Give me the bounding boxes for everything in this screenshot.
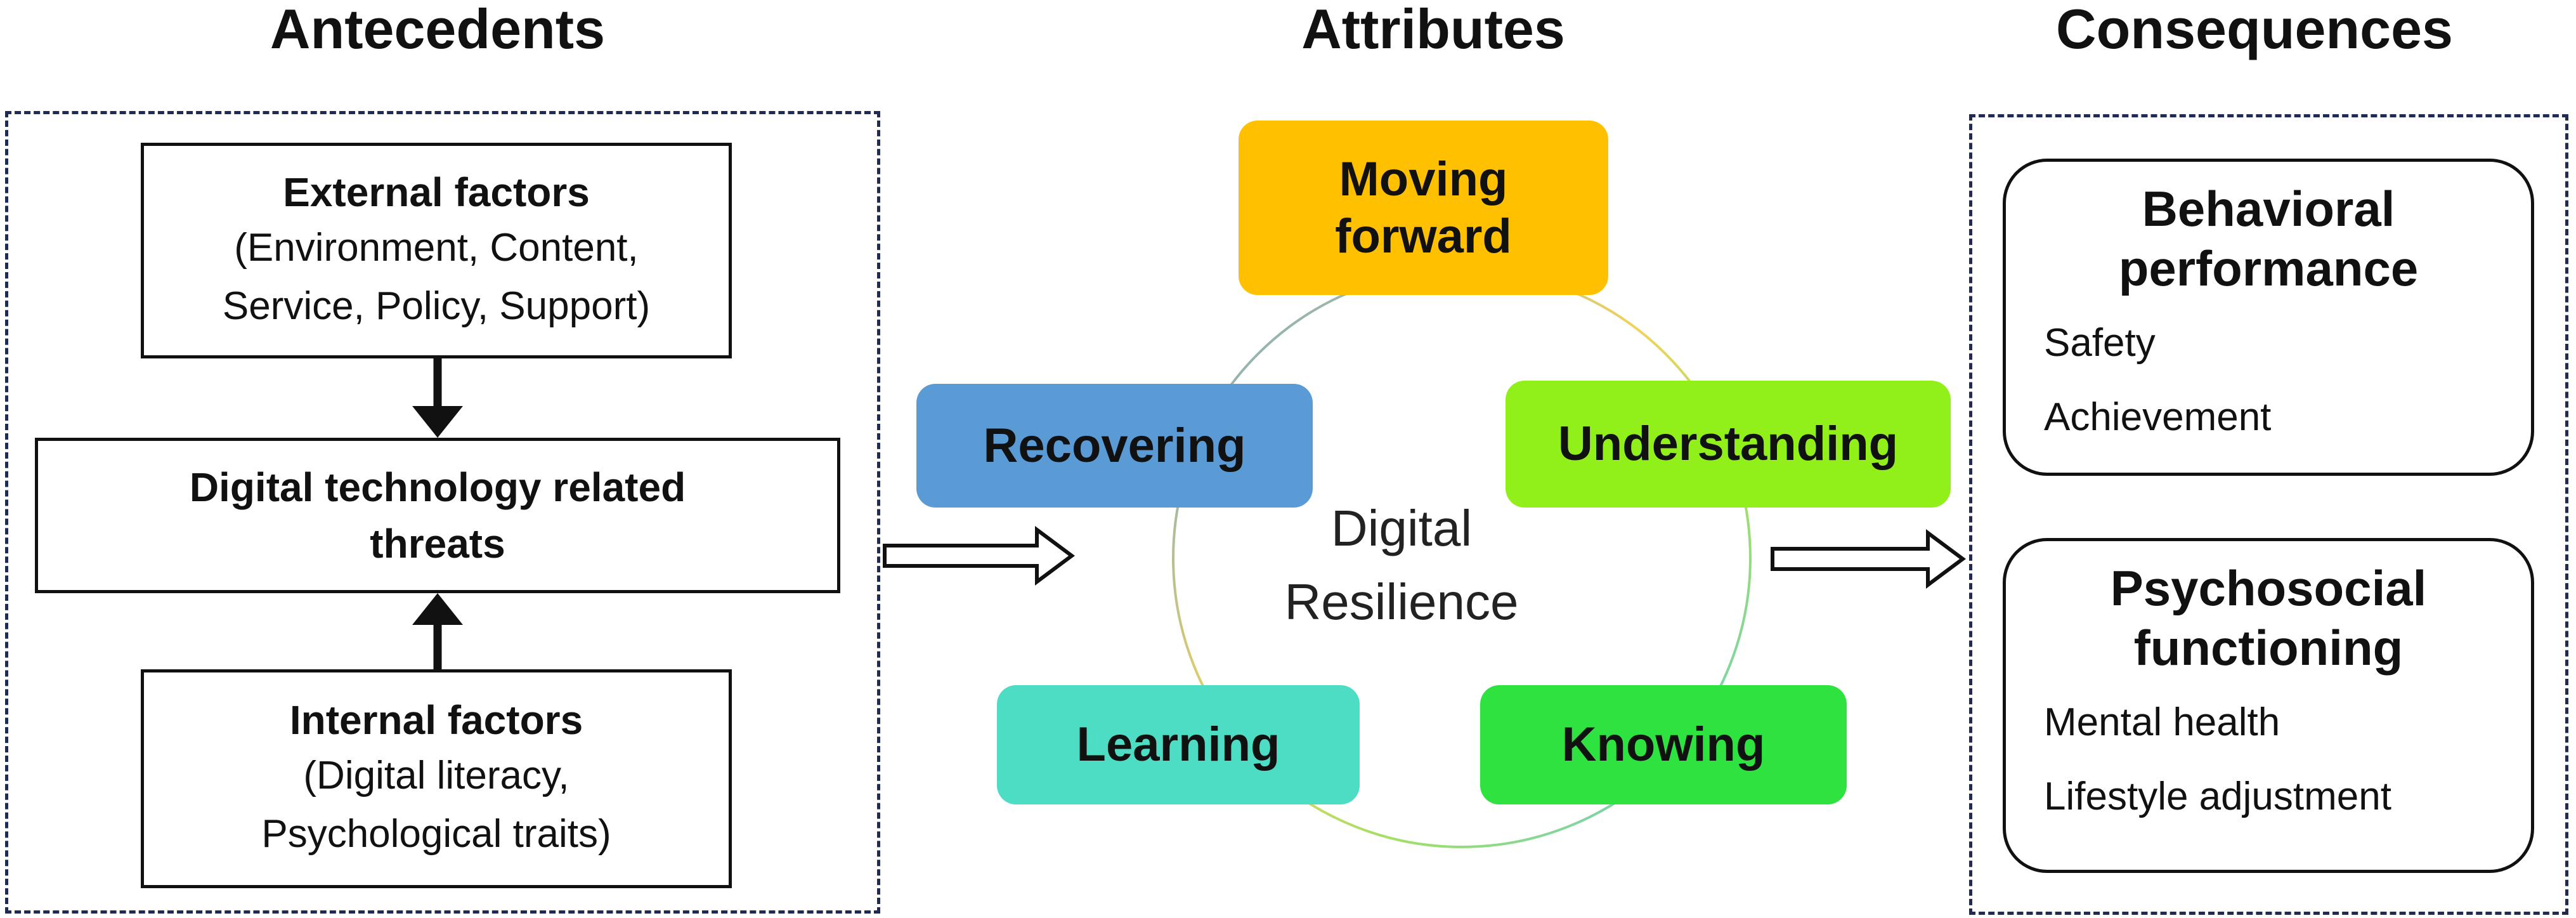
psychosocial-title-line1: Psychosocial [2110, 560, 2427, 616]
antecedents-frame [5, 111, 880, 914]
consequences-heading: Consequences [2056, 0, 2453, 60]
center-line1: Digital [1330, 500, 1473, 556]
psychosocial-title-line2: functioning [2133, 619, 2404, 676]
external-factors-title: External factors [283, 169, 590, 215]
attribute-knowing: Knowing [1480, 685, 1847, 804]
threats-line2: threats [370, 520, 505, 567]
attribute-understanding: Understanding [1506, 381, 1951, 508]
attribute-recovering: Recovering [916, 384, 1313, 508]
attribute-moving-forward: Moving forward [1239, 121, 1608, 295]
moving-forward-line1: Moving [1339, 152, 1508, 206]
threats-line1: Digital technology related [189, 464, 686, 511]
arrow-down-icon [412, 358, 463, 438]
center-line2: Resilience [1284, 574, 1519, 630]
consequences-frame [1969, 114, 2568, 915]
behavioral-item: Achievement [2044, 395, 2272, 440]
behavioral-item: Safety [2044, 321, 2156, 365]
arrow-up-icon [412, 593, 463, 669]
attribute-learning: Learning [997, 685, 1360, 804]
behavioral-title-line1: Behavioral [2142, 181, 2395, 237]
internal-factors-box: Internal factors (Digital literacy, Psyc… [141, 669, 732, 888]
internal-factors-line2: Psychological traits) [261, 812, 611, 856]
moving-forward-line2: forward [1335, 209, 1512, 263]
block-arrow-right-icon [883, 526, 1076, 586]
psychosocial-item: Mental health [2044, 700, 2280, 745]
threats-box: Digital technology related threats [35, 438, 840, 593]
behavioral-title-line2: performance [2118, 240, 2419, 296]
external-factors-line2: Service, Policy, Support) [222, 284, 651, 328]
behavioral-performance-box: Behavioral performance Safety Achievemen… [2003, 159, 2534, 476]
internal-factors-line1: (Digital literacy, [303, 754, 569, 798]
external-factors-box: External factors (Environment, Content, … [141, 143, 732, 358]
attributes-heading: Attributes [1301, 0, 1565, 60]
antecedents-heading: Antecedents [270, 0, 606, 60]
internal-factors-title: Internal factors [289, 697, 583, 744]
external-factors-line1: (Environment, Content, [234, 225, 639, 270]
block-arrow-right-icon [1771, 529, 1967, 589]
digital-resilience-label: Digital Resilience [1230, 492, 1573, 639]
psychosocial-item: Lifestyle adjustment [2044, 775, 2391, 819]
psychosocial-functioning-box: Psychosocial functioning Mental health L… [2003, 538, 2534, 873]
